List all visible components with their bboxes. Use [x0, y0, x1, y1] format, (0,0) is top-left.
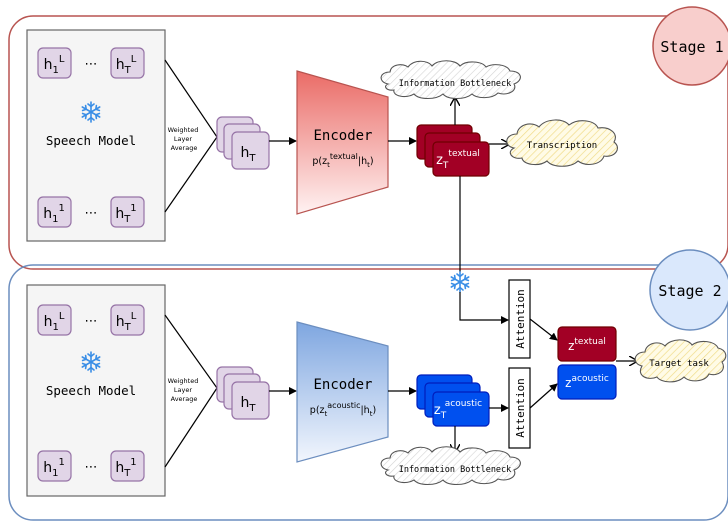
z-acoustic-label: zTacoustic: [434, 399, 482, 421]
layer-label: hTL: [116, 311, 137, 333]
ellipsis: ⋯: [85, 460, 98, 475]
attention-label: Attention: [514, 378, 527, 438]
layer-label: h1L: [44, 311, 65, 333]
stage-2-badge: [649, 249, 728, 331]
attention-block-acoustic: Attention: [508, 367, 531, 449]
arrow: [529, 318, 558, 341]
layer-label: h1L: [44, 54, 65, 76]
encoder-label: Encoder: [313, 377, 372, 393]
encoder-label: Encoder: [313, 128, 372, 144]
encoder-textual: Encoder p(zttextual|ht): [296, 70, 389, 215]
connector: [164, 136, 218, 213]
connector: [164, 59, 218, 138]
ht-label: hT: [241, 395, 257, 414]
layer-label: hTL: [116, 54, 137, 76]
layer-box: [110, 450, 145, 482]
speech-model-panel: h1L ⋯ hTL Speech Model h11 ⋯ hT1: [26, 29, 166, 242]
connector: [164, 314, 218, 389]
encoder-prob: p(zttextual|ht): [312, 152, 373, 169]
ht-label: hT: [241, 145, 257, 164]
stage-1-frame: [8, 15, 728, 270]
target-task-cloud: Target task: [634, 339, 727, 383]
attention-label: Attention: [514, 289, 527, 349]
z-acoustic-box: zacoustic: [557, 364, 617, 400]
stage-1-label: Stage 1: [660, 38, 723, 56]
speech-model-label: Speech Model: [46, 383, 136, 398]
encoder-acoustic: Encoder p(ztacoustic|ht): [296, 321, 389, 463]
layer-label: h11: [43, 457, 65, 479]
layer-box: [37, 450, 72, 482]
ellipsis: ⋯: [85, 206, 98, 221]
stage-1: Stage 1 h1L ⋯ hTL Speech Model h11 ⋯ hT1: [8, 6, 728, 270]
ht-stack: hT: [216, 366, 270, 420]
layer-box: [110, 47, 145, 79]
stage-1-badge: [652, 6, 728, 86]
ht-stack: hT: [216, 116, 270, 170]
z-textual-box: ztextual: [557, 326, 617, 362]
arrow: [529, 383, 558, 409]
transcription-cloud: Transcription: [506, 119, 618, 167]
bottleneck-label: Information Bottleneck: [399, 465, 512, 475]
speech-model-panel: h1L ⋯ hTL Speech Model h11 ⋯ hT1: [26, 284, 166, 497]
z-acoustic-stack: zTacoustic: [416, 374, 490, 427]
speech-model-label: Speech Model: [46, 133, 136, 148]
snowflake-icon: [450, 271, 470, 293]
stage-2: Stage 2 h1L ⋯ hTL Speech Model h11 ⋯ hT1: [8, 176, 728, 521]
layer-box: [37, 47, 72, 79]
weighted-label: Weighted Layer Average: [168, 377, 201, 403]
z-textual-label: zTtextual: [436, 149, 480, 171]
weighted-label: Weighted Layer Average: [168, 126, 201, 152]
z-acoustic-box-label: zacoustic: [565, 374, 609, 390]
layer-label: hT1: [115, 457, 136, 479]
z-textual-box-label: ztextual: [568, 337, 606, 353]
layer-label: h11: [43, 203, 65, 225]
layer-box: [110, 304, 145, 336]
stage-2-frame: [8, 264, 728, 521]
ellipsis: ⋯: [85, 57, 98, 72]
attention-block-textual: Attention: [508, 279, 531, 359]
target-task-label: Target task: [649, 359, 709, 369]
layer-box: [110, 196, 145, 228]
arrow: [459, 292, 509, 324]
stage-2-label: Stage 2: [658, 282, 721, 300]
layer-box: [37, 196, 72, 228]
information-bottleneck-cloud: Information Bottleneck: [380, 446, 521, 486]
information-bottleneck-cloud: Information Bottleneck: [380, 60, 521, 100]
transcription-label: Transcription: [527, 141, 597, 151]
layer-box: [37, 304, 72, 336]
connector: [164, 387, 218, 468]
encoder-prob: p(ztacoustic|ht): [310, 401, 376, 418]
ellipsis: ⋯: [85, 314, 98, 329]
bottleneck-label: Information Bottleneck: [399, 79, 512, 89]
z-textual-stack: zTtextual: [416, 124, 490, 177]
layer-label: hT1: [115, 203, 136, 225]
